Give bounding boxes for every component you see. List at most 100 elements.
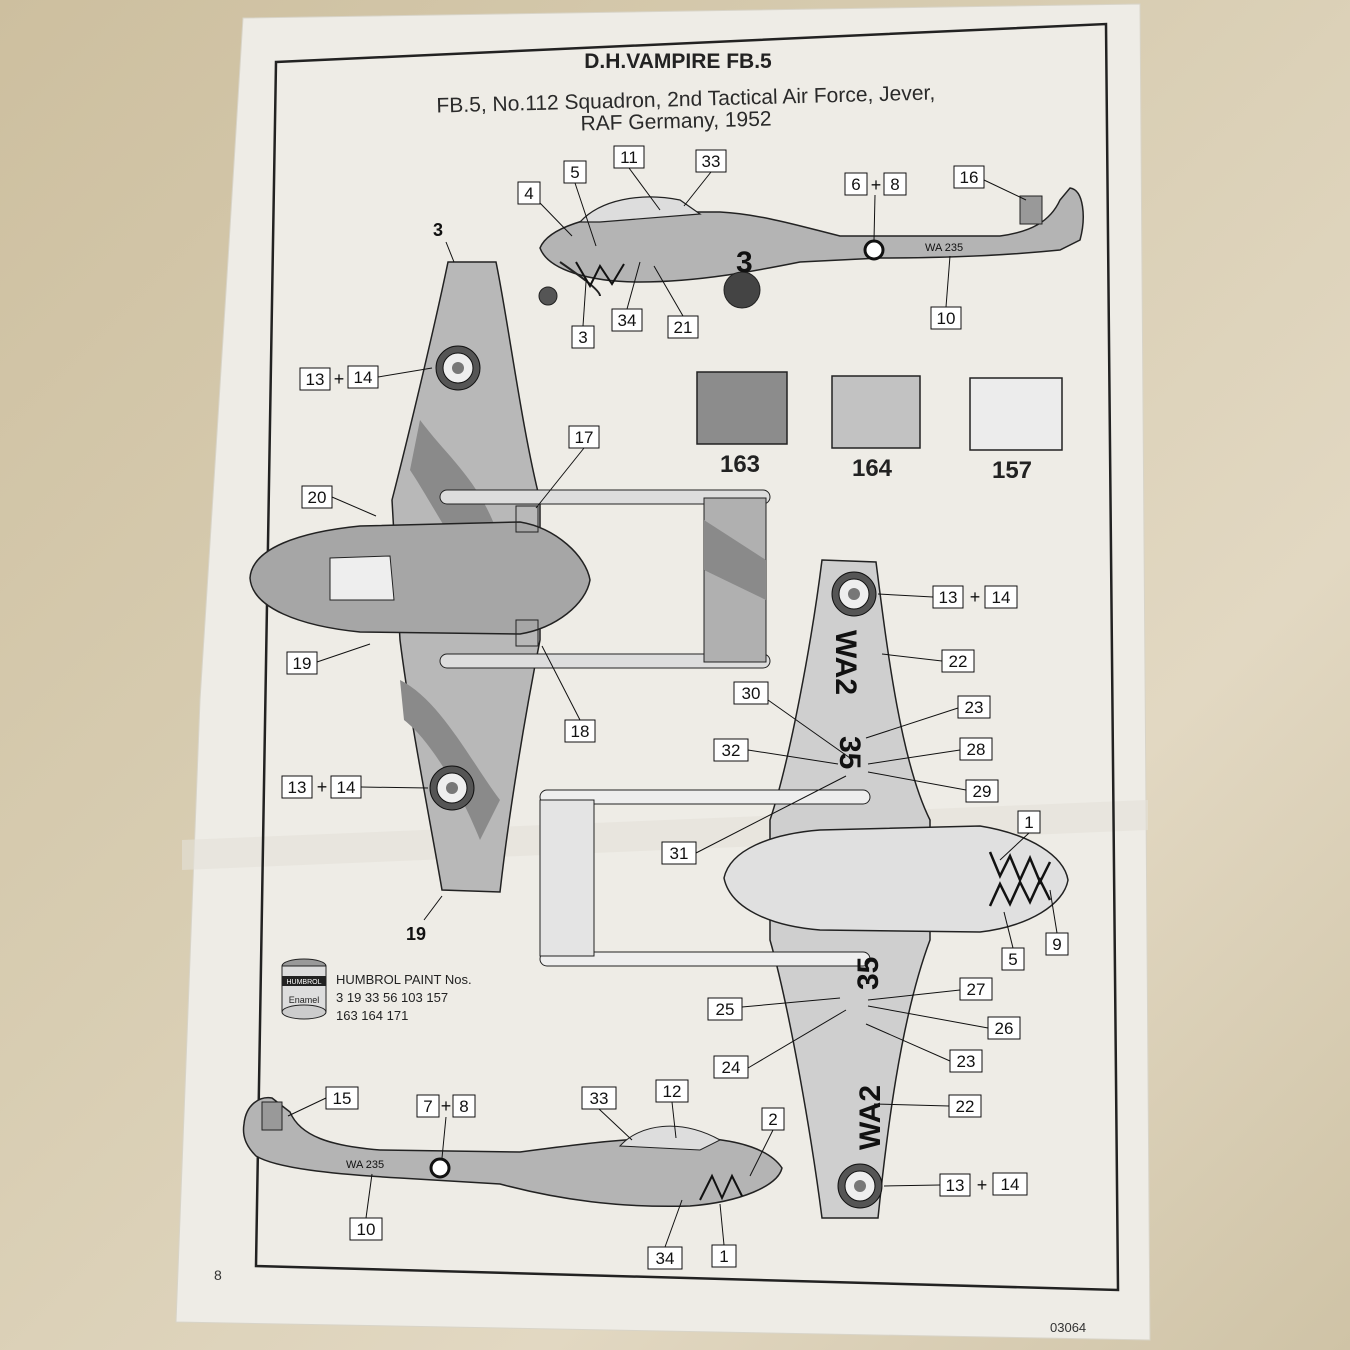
fin-flash-top-side	[1019, 195, 1043, 225]
boom-upper-plan-top	[439, 489, 771, 505]
callout-27: 27	[967, 980, 986, 999]
serial-top-side: WA 235	[925, 242, 963, 254]
svg-text:+: +	[970, 587, 981, 607]
callout-8: 8	[890, 175, 899, 194]
callout-34: 34	[618, 311, 637, 330]
callout-17: 17	[575, 428, 594, 447]
color-swatches: 163 164 157	[696, 371, 1063, 484]
callout-26: 26	[995, 1019, 1014, 1038]
tailplane-plan-under	[539, 799, 595, 957]
callout-22-under: 22	[949, 652, 968, 671]
callout-1-under: 1	[1024, 813, 1033, 832]
catalog-code: 03064	[1050, 1320, 1086, 1335]
callout-9: 9	[1052, 935, 1061, 954]
swatch-163	[696, 371, 788, 445]
paint-legend-line2: 163 164 171	[336, 1008, 408, 1023]
serial-under-lower: WA2	[854, 1085, 887, 1150]
callout-10: 10	[937, 309, 956, 328]
paint-legend-line1: 3 19 33 56 103 157	[336, 990, 448, 1005]
callout-25: 25	[716, 1000, 735, 1019]
swatch-157	[969, 377, 1063, 451]
paint-legend: HUMBROL Enamel HUMBROL PAINT Nos. 3 19 3…	[281, 958, 472, 1023]
callout-24: 24	[722, 1058, 741, 1077]
svg-text:+: +	[441, 1096, 452, 1116]
code-under-lower: 35	[852, 957, 885, 990]
callout-34-bottom: 34	[656, 1249, 675, 1268]
boom-lower-plan-under	[539, 951, 871, 967]
page-frame	[254, 22, 1120, 1292]
document-title: D.H.VAMPIRE FB.5	[584, 50, 772, 73]
fuselage-bottom-side	[242, 1096, 783, 1208]
fin-flash-bottom-side	[261, 1101, 283, 1131]
cockpit-plan-top	[329, 555, 395, 601]
serial-bottom-side: WA 235	[346, 1159, 384, 1171]
roundel-plan-top-lower	[429, 765, 475, 811]
callout-14-under: 14	[992, 588, 1011, 607]
callout-23-under: 23	[965, 698, 984, 717]
callout-14-plan-lower: 14	[337, 778, 356, 797]
roundel-bottom-side	[429, 1157, 451, 1179]
callout-14-plan: 14	[354, 368, 373, 387]
boom-upper-plan-under	[539, 789, 871, 805]
callout-13-under-lower: 13	[946, 1176, 965, 1195]
roundel-plan-under-lower	[837, 1163, 883, 1209]
plan-view-top	[249, 261, 771, 893]
paint-tin-icon: HUMBROL Enamel	[281, 958, 327, 1020]
roundel-top-side	[863, 239, 885, 261]
roundel-plan-under-upper	[831, 571, 877, 617]
swatch-164-label: 164	[852, 455, 893, 482]
callout-2: 2	[768, 1110, 777, 1129]
callout-13-under: 13	[939, 588, 958, 607]
canopy-top-side	[578, 196, 702, 223]
callout-13-plan-lower: 13	[288, 778, 307, 797]
callout-15: 15	[333, 1089, 352, 1108]
serial-under-upper: WA2	[829, 630, 862, 695]
callout-8-bottom: 8	[459, 1097, 468, 1116]
callout-5-under: 5	[1008, 950, 1017, 969]
svg-text:+: +	[317, 777, 328, 797]
callout-3: 3	[578, 328, 587, 347]
callout-16: 16	[960, 168, 979, 187]
callout-19-plan: 19	[293, 654, 312, 673]
plan-view-under: WA2 WA2 35 35	[539, 559, 1069, 1219]
callouts-plan-under: 13 + 14 22 30 23 32 28 29 31 1 5 9 27 25…	[661, 585, 1069, 1197]
callout-23-under-lower: 23	[957, 1052, 976, 1071]
callouts-top-side: 4 5 11 33 6 + 8 16 3 34 21 10	[517, 145, 1027, 349]
main-wheel-top-side	[723, 271, 761, 309]
callout-33: 33	[702, 152, 721, 171]
callout-7: 7	[423, 1097, 432, 1116]
paint-legend-heading: HUMBROL PAINT Nos.	[336, 972, 472, 987]
fuselage-top-side	[539, 187, 1084, 283]
svg-text:+: +	[334, 369, 345, 389]
nose-wheel-top-side	[538, 286, 558, 306]
svg-text:Enamel: Enamel	[289, 995, 320, 1005]
code-under-upper: 35	[833, 736, 866, 769]
callout-30: 30	[742, 684, 761, 703]
roundel-plan-top-upper	[435, 345, 481, 391]
callout-6: 6	[851, 175, 860, 194]
fuselage-plan-under	[723, 825, 1069, 933]
callout-13-plan: 13	[306, 370, 325, 389]
callout-12: 12	[663, 1082, 682, 1101]
swatch-157-label: 157	[992, 457, 1032, 484]
callout-10-bottom: 10	[357, 1220, 376, 1239]
callout-1-bottom: 1	[719, 1247, 728, 1266]
callout-22-under-lower: 22	[956, 1097, 975, 1116]
side-view-bottom: WA 235	[242, 1096, 783, 1208]
svg-text:HUMBROL: HUMBROL	[286, 979, 321, 986]
callout-18: 18	[571, 722, 590, 741]
callout-21: 21	[674, 318, 693, 337]
swatch-164	[831, 375, 921, 449]
callouts-plan-top: 3 13 + 14 17 20 19 18 13 + 14 19	[281, 220, 600, 944]
callout-20: 20	[308, 488, 327, 507]
fuselage-plan-top	[249, 521, 591, 635]
callout-28: 28	[967, 740, 986, 759]
boom-lower-plan-top	[439, 653, 771, 669]
callout-11: 11	[620, 148, 638, 167]
callout-33-bottom: 33	[590, 1089, 609, 1108]
callout-32: 32	[722, 741, 741, 760]
callouts-bottom-side: 15 7 + 8 33 12 2 10 34 1	[287, 1079, 785, 1270]
document-subtitle-line2: RAF Germany, 1952	[580, 108, 772, 136]
callout-5: 5	[570, 163, 579, 182]
